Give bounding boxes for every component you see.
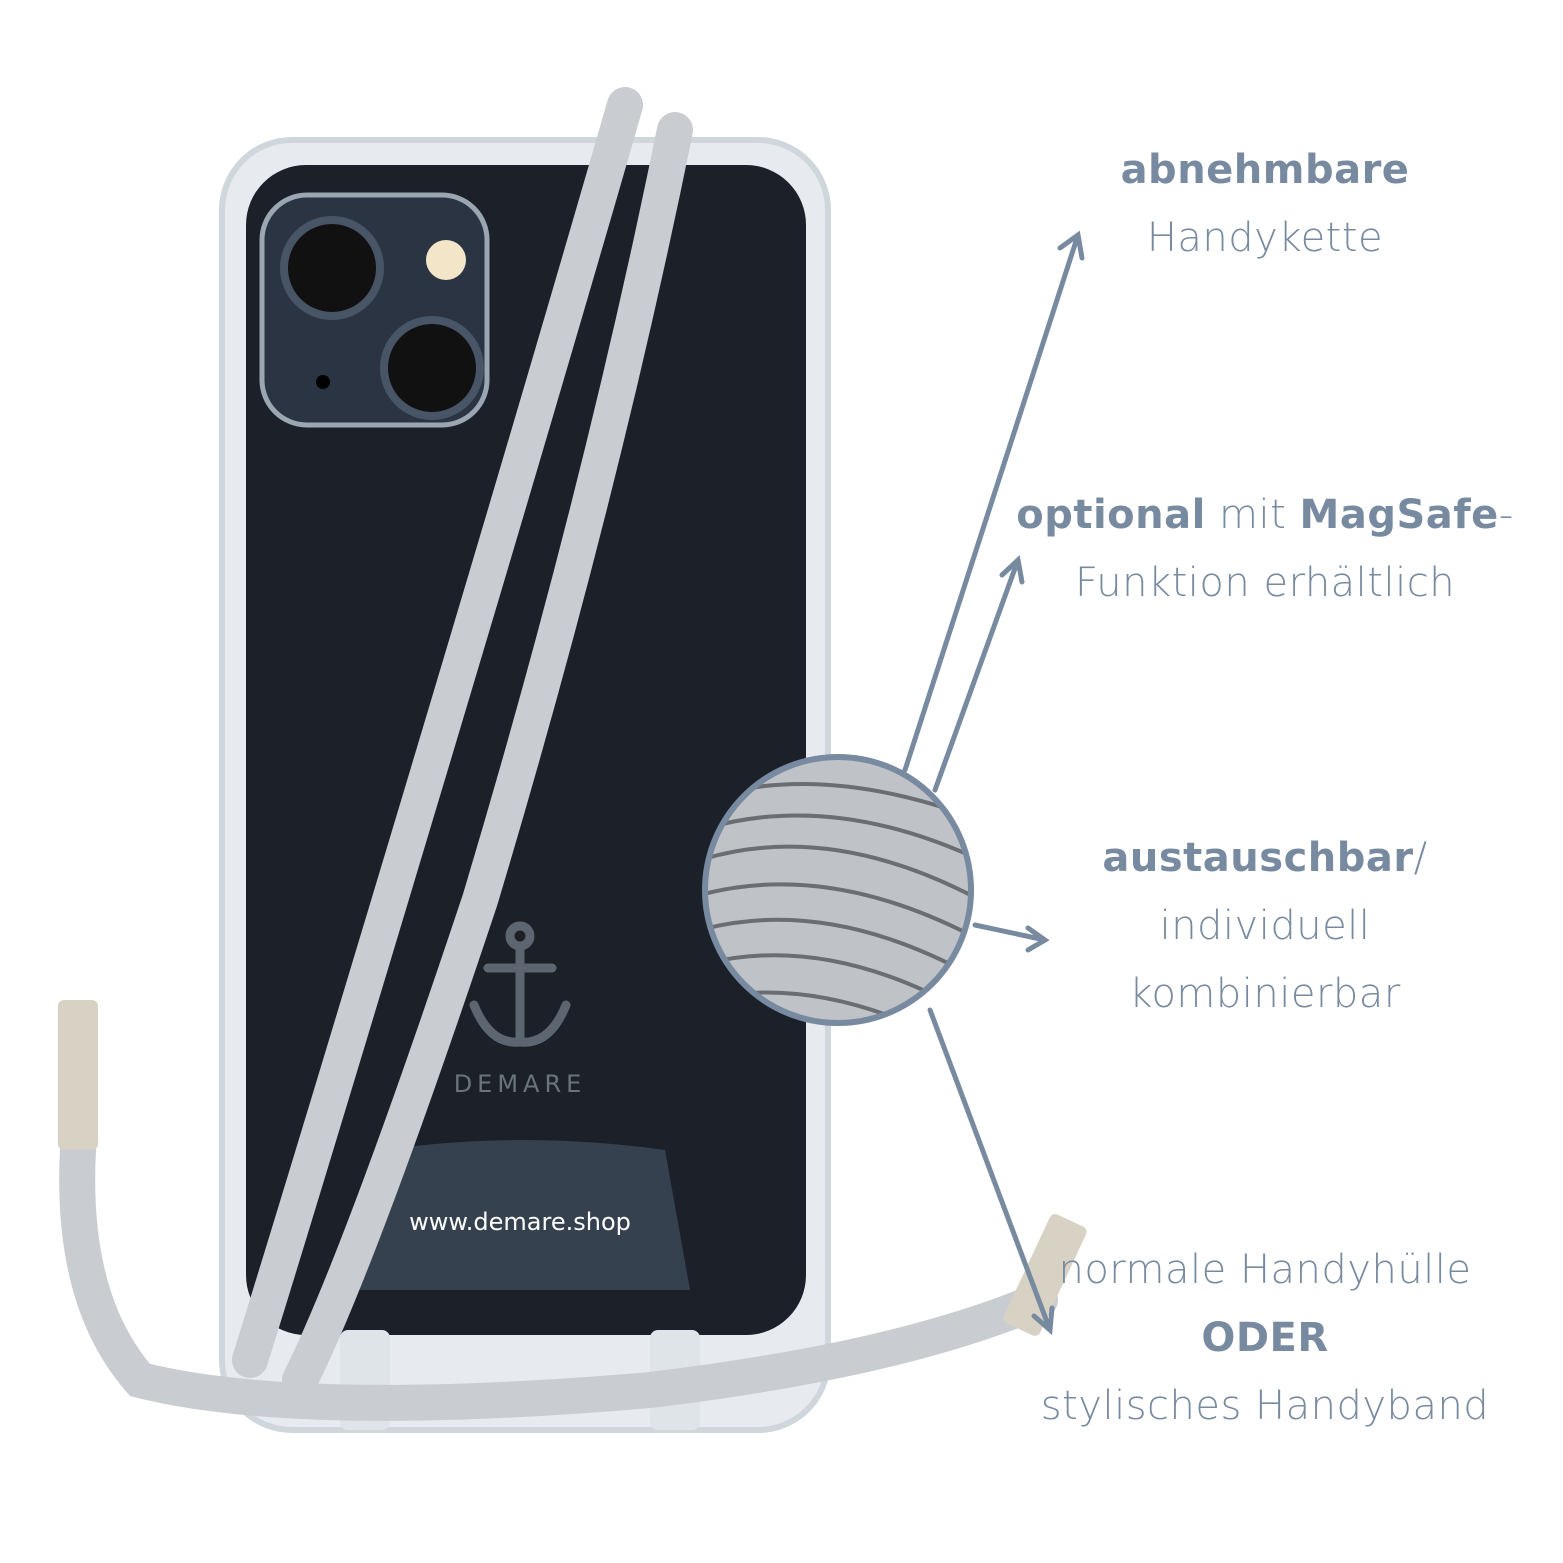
camera-lens (380, 316, 484, 420)
cord-detail-zoom (702, 754, 974, 1026)
feature-exchangeable: austauschbar/ individuell kombinierbar (960, 824, 1563, 1028)
feature-text: mit (1205, 492, 1300, 538)
feature-title: MagSafe (1299, 492, 1499, 538)
feature-text: Funktion erhältlich (1074, 560, 1456, 606)
feature-detachable: abnehmbare Handykette (960, 136, 1563, 272)
feature-dual-use: normale Handyhülle ODER stylisches Handy… (960, 1236, 1563, 1440)
feature-text: / (1413, 835, 1428, 881)
feature-text: normale Handyhülle (1058, 1247, 1472, 1293)
feature-title: ODER (1201, 1315, 1329, 1361)
arrow-icon (932, 555, 1025, 793)
shop-url: www.demare.shop (409, 1208, 631, 1236)
brand-name: DEMARE (453, 1070, 587, 1098)
phone-cord (59, 87, 1058, 1421)
feature-text: stylisches Handyband (1040, 1383, 1490, 1429)
microphone (316, 375, 330, 389)
strap-holder (350, 1140, 690, 1290)
cord-end-cap (1003, 1214, 1087, 1336)
flash-icon (426, 240, 466, 280)
anchor-icon (469, 921, 571, 1047)
feature-text: - (1498, 492, 1514, 538)
feature-title: optional (1016, 492, 1206, 538)
camera-lens (280, 216, 384, 320)
feature-text: kombinierbar (1129, 971, 1401, 1017)
arrows (902, 230, 1085, 1336)
feature-text: Handykette (1146, 215, 1384, 261)
cord-end-cap (58, 1000, 98, 1150)
feature-magsafe: optional mit MagSafe- Funktion erhältlic… (960, 481, 1563, 617)
feature-title: abnehmbare (1120, 147, 1410, 193)
arrow-icon (902, 230, 1085, 773)
arrow-icon (972, 922, 1050, 953)
arrow-icon (927, 1007, 1055, 1336)
feature-text: individuell (1159, 903, 1371, 949)
feature-title: austauschbar (1102, 835, 1414, 881)
